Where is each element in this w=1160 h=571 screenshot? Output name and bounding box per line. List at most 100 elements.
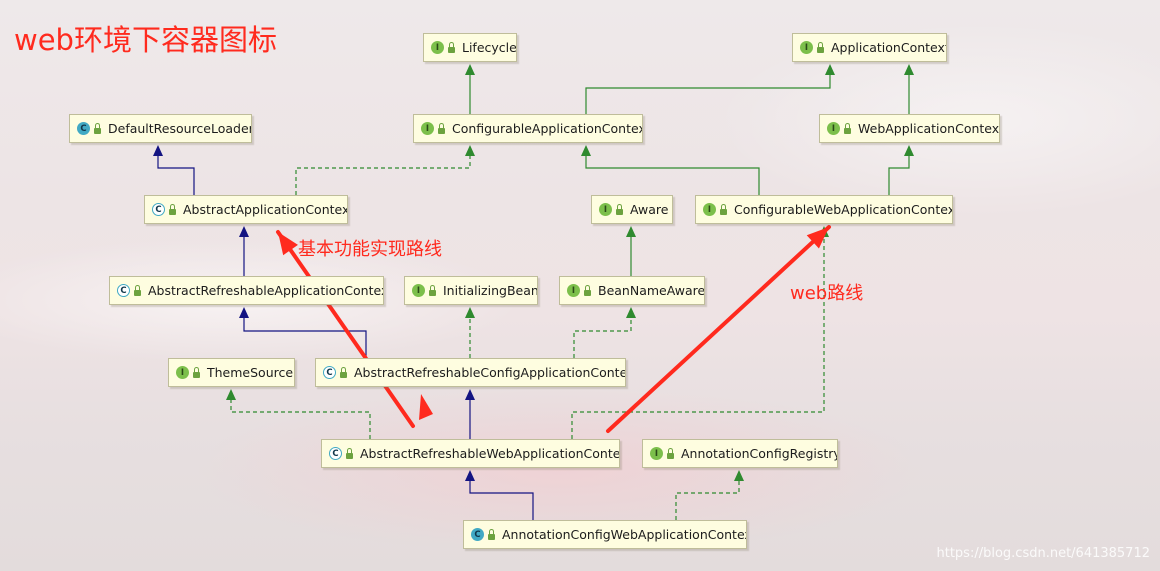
- interface-icon: I: [800, 41, 813, 54]
- node-abstract-application-context[interactable]: C AbstractApplicationContext: [144, 195, 348, 224]
- edge-interface-web-application-context: [888, 147, 910, 195]
- arrowhead-extends: [465, 470, 475, 481]
- arrowhead-extends: [153, 145, 163, 156]
- node-label: WebApplicationContext: [858, 121, 1000, 136]
- arrowhead-implements: [465, 307, 475, 318]
- interface-icon: I: [599, 203, 612, 216]
- interface-icon: I: [827, 122, 840, 135]
- lock-icon: [346, 447, 353, 459]
- arrowhead-interface: [581, 145, 591, 156]
- red-arrow-small-head: [419, 394, 433, 420]
- arrowhead-extends: [465, 389, 475, 400]
- red-arrow-basic-route-head: [278, 232, 298, 256]
- node-bean-name-aware[interactable]: I BeanNameAware: [559, 276, 705, 305]
- arrowhead-implements: [226, 389, 236, 400]
- node-configurable-web-application-context[interactable]: I ConfigurableWebApplicationContext: [695, 195, 953, 224]
- arrowhead-implements: [465, 145, 475, 156]
- abstract-class-icon: C: [117, 284, 130, 297]
- node-lifecycle[interactable]: I Lifecycle: [423, 33, 517, 62]
- node-label: AbstractRefreshableWebApplicationContext: [360, 446, 620, 461]
- node-label: AnnotationConfigWebApplicationContext: [502, 527, 747, 542]
- edge-implements-annotation-config-registry: [675, 472, 740, 520]
- node-annotation-config-web-application-context[interactable]: C AnnotationConfigWebApplicationContext: [463, 520, 747, 549]
- arrowhead-extends: [239, 307, 249, 318]
- node-label: Lifecycle: [462, 40, 517, 55]
- node-label: Aware: [630, 202, 669, 217]
- arrowhead-interface: [465, 64, 475, 75]
- edge-extends-default-resource-loader: [157, 147, 195, 195]
- node-default-resource-loader[interactable]: C DefaultResourceLoader: [69, 114, 252, 143]
- arrowhead-interface: [825, 64, 835, 75]
- node-label: ConfigurableApplicationContext: [452, 121, 643, 136]
- arrowhead-implements: [734, 470, 744, 481]
- node-web-application-context[interactable]: I WebApplicationContext: [819, 114, 1000, 143]
- lock-icon: [817, 41, 824, 53]
- arrowhead-interface: [626, 226, 636, 237]
- arrowhead-implements: [626, 307, 636, 318]
- lock-icon: [844, 122, 851, 134]
- annotation-basic-route: 基本功能实现路线: [298, 239, 442, 260]
- annotation-web-route: web路线: [790, 283, 864, 304]
- node-label: InitializingBean: [443, 283, 538, 298]
- edge-interface-application-context-from-configurable: [585, 66, 831, 114]
- node-label: ConfigurableWebApplicationContext: [734, 202, 953, 217]
- node-label: BeanNameAware: [598, 283, 705, 298]
- node-label: AnnotationConfigRegistry: [681, 446, 838, 461]
- node-abstract-refreshable-web-application-context[interactable]: C AbstractRefreshableWebApplicationConte…: [321, 439, 620, 468]
- node-abstract-refreshable-config-application-context[interactable]: C AbstractRefreshableConfigApplicationCo…: [315, 358, 626, 387]
- watermark: https://blog.csdn.net/641385712: [936, 546, 1151, 561]
- class-icon: C: [471, 528, 484, 541]
- edge-implements-configurable-web-application-context: [571, 228, 825, 439]
- lock-icon: [438, 122, 445, 134]
- node-theme-source[interactable]: I ThemeSource: [168, 358, 295, 387]
- lock-icon: [340, 366, 347, 378]
- node-label: AbstractRefreshableApplicationContext: [148, 283, 384, 298]
- edge-implements-bean-name-aware: [573, 309, 632, 358]
- node-initializing-bean[interactable]: I InitializingBean: [404, 276, 538, 305]
- arrowhead-interface: [904, 145, 914, 156]
- node-label: AbstractRefreshableConfigApplicationCont…: [354, 365, 626, 380]
- class-icon: C: [77, 122, 90, 135]
- lock-icon: [488, 528, 495, 540]
- edge-implements-theme-source: [230, 391, 371, 439]
- abstract-class-icon: C: [329, 447, 342, 460]
- interface-icon: I: [650, 447, 663, 460]
- node-annotation-config-registry[interactable]: I AnnotationConfigRegistry: [642, 439, 838, 468]
- arrowhead-interface: [904, 64, 914, 75]
- lock-icon: [134, 284, 141, 296]
- interface-icon: I: [703, 203, 716, 216]
- node-label: ThemeSource: [207, 365, 294, 380]
- red-arrow-web-route: [606, 225, 831, 433]
- lock-icon: [429, 284, 436, 296]
- interface-icon: I: [176, 366, 189, 379]
- lock-icon: [667, 447, 674, 459]
- edge-extends-abstract-refreshable-web-application-context: [469, 472, 534, 520]
- page-title: web环境下容器图标: [14, 23, 277, 57]
- interface-icon: I: [421, 122, 434, 135]
- lock-icon: [616, 203, 623, 215]
- node-aware[interactable]: I Aware: [591, 195, 673, 224]
- node-label: AbstractApplicationContext: [183, 202, 348, 217]
- edge-implements-configurable-application-context: [295, 147, 471, 195]
- interface-icon: I: [431, 41, 444, 54]
- edge-extends-abstract-refreshable-application-context: [243, 309, 367, 358]
- lock-icon: [193, 366, 200, 378]
- lock-icon: [169, 203, 176, 215]
- abstract-class-icon: C: [323, 366, 336, 379]
- edge-interface-configurable-application-context: [585, 147, 760, 195]
- node-abstract-refreshable-application-context[interactable]: C AbstractRefreshableApplicationContext: [109, 276, 384, 305]
- interface-icon: I: [412, 284, 425, 297]
- abstract-class-icon: C: [152, 203, 165, 216]
- red-arrow-basic-route: [276, 230, 415, 428]
- node-label: DefaultResourceLoader: [108, 121, 252, 136]
- lock-icon: [720, 203, 727, 215]
- red-arrow-web-route-head: [806, 227, 829, 249]
- arrowhead-extends: [239, 226, 249, 237]
- interface-icon: I: [567, 284, 580, 297]
- node-configurable-application-context[interactable]: I ConfigurableApplicationContext: [413, 114, 643, 143]
- node-application-context[interactable]: I ApplicationContext: [792, 33, 947, 62]
- lock-icon: [584, 284, 591, 296]
- node-label: ApplicationContext: [831, 40, 947, 55]
- lock-icon: [448, 41, 455, 53]
